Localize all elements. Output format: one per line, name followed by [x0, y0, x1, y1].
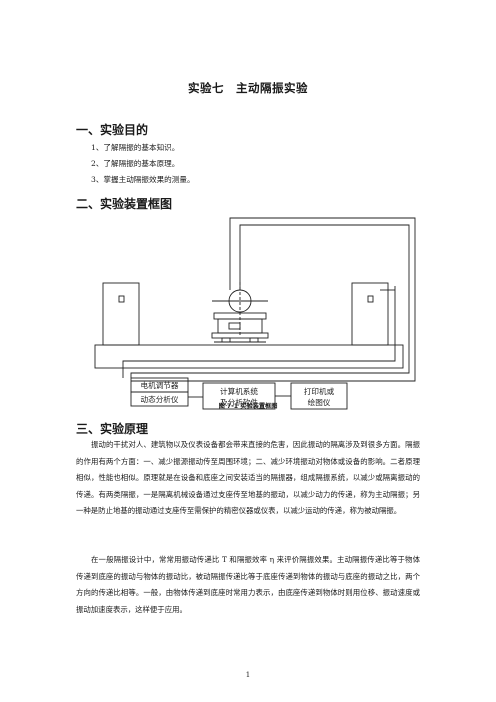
left-support-column	[102, 282, 140, 346]
printer-label-2: 绘图仪	[308, 397, 331, 407]
section-heading-objectives: 一、实验目的	[76, 123, 149, 137]
dynamic-analyzer-box	[130, 391, 189, 407]
computer-system-label-2: 及分析软件	[220, 397, 258, 407]
dynamic-analyzer-label: 动态分析仪	[141, 394, 179, 404]
list-item: 3、掌握主动隔振效果的测量。	[91, 175, 195, 184]
right-support-column	[351, 282, 389, 346]
page-title: 实验七 主动隔振实验	[188, 81, 308, 95]
printer-label: 打印机或	[304, 386, 335, 396]
computer-system-label: 计算机系统	[220, 386, 258, 396]
section-heading-principle: 三、实验原理	[76, 422, 149, 436]
principle-paragraph-1: 振动的干扰对人、建筑物以及仪表设备都会带来直接的危害，因此振动的隔离涉及到很多方…	[76, 440, 420, 515]
motor-assembly	[211, 282, 269, 343]
motor-controller-label: 电机调节器	[141, 380, 179, 390]
list-item: 1、了解隔振的基本知识。	[91, 143, 180, 152]
principle-paragraph-2: 在一般隔振设计中，常常用振动传递比 T 和隔振效率 η 来评价隔振效果。主动隔振…	[76, 555, 420, 614]
list-item: 2、了解隔振的基本原理。	[91, 159, 180, 168]
figure-caption: 图 7-1 实验装置框图	[218, 403, 278, 410]
section-heading-apparatus: 二、实验装置框图	[76, 197, 173, 211]
objectives-list: 1、了解隔振的基本知识。 2、了解隔振的基本原理。 3、掌握主动隔振效果的测量。	[91, 140, 195, 188]
page-number: 1	[245, 671, 251, 679]
base-beam	[94, 344, 404, 369]
